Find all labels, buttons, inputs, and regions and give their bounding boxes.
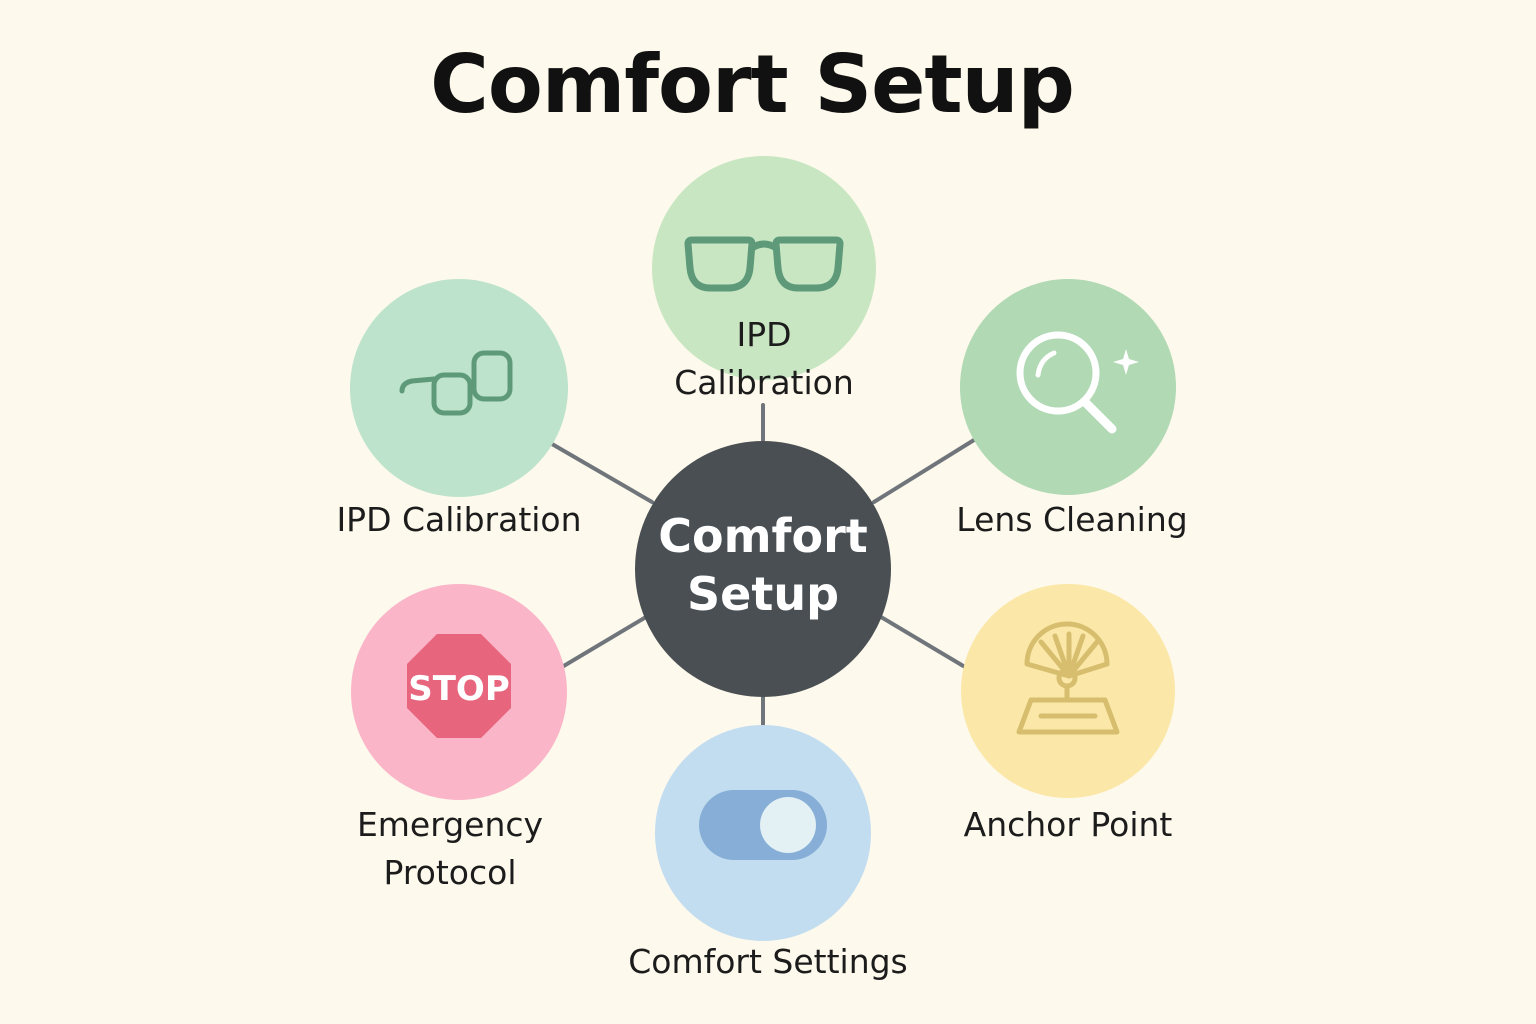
center-hub-text: Comfort Setup — [635, 507, 891, 623]
connector-upper-left — [550, 442, 654, 504]
label-lens-cleaning: Lens Cleaning — [956, 500, 1188, 539]
node-comfort-settings — [655, 725, 871, 941]
connector-lower-left — [560, 615, 648, 669]
label-comfort-settings: Comfort Settings — [628, 942, 908, 981]
node-anchor-point — [961, 584, 1175, 798]
center-line: Setup — [687, 567, 839, 621]
label-ipd-calibration-top: IPD Calibration — [612, 311, 916, 407]
tilted-glasses-icon — [399, 350, 513, 416]
label-line: Emergency — [356, 805, 544, 844]
node-emergency-protocol: STOP — [351, 584, 567, 800]
center-hub: Comfort Setup — [635, 441, 891, 697]
node-ipd-calibration-left — [350, 279, 568, 497]
stop-sign-text: STOP — [408, 669, 510, 709]
glasses-icon — [684, 236, 844, 292]
connector-lower-right — [879, 615, 967, 669]
connector-upper-right — [872, 438, 976, 504]
label-line: Protocol — [383, 853, 517, 892]
label-ipd-calibration-left: IPD Calibration — [336, 500, 582, 539]
stop-sign-icon: STOP — [407, 634, 511, 738]
label-line: IPD — [736, 315, 792, 354]
magnifier-sparkle-icon — [1016, 331, 1139, 434]
toggle-switch-icon — [699, 790, 827, 860]
anchor-point-icon — [1016, 621, 1120, 735]
node-ipd-calibration-top — [652, 156, 876, 380]
page-title: Comfort Setup — [430, 38, 1075, 131]
label-anchor-point: Anchor Point — [963, 805, 1173, 844]
label-emergency-protocol: Emergency Protocol — [300, 801, 600, 897]
label-line: Calibration — [674, 363, 854, 402]
node-lens-cleaning — [960, 279, 1176, 495]
center-line: Comfort — [658, 509, 868, 563]
